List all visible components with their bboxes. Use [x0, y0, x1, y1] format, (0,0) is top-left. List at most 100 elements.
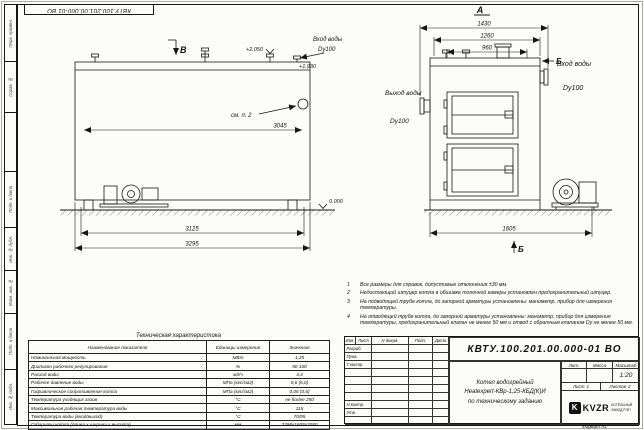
dim-3295-label: 3295 — [185, 242, 199, 248]
tb-role: Пров. — [345, 353, 372, 361]
spec-unit: МПа (кгс/см2) — [206, 386, 270, 396]
scale-value: 1:20 — [612, 368, 640, 383]
spec-header-row: Наименование показателя Единицы измерени… — [28, 340, 330, 354]
spec-value: 1,25 — [269, 352, 330, 363]
note-text: На подводящей трубе котла, до запорной а… — [360, 298, 613, 312]
dim-3125-label: 3125 — [185, 227, 199, 233]
top-nozzles — [91, 47, 301, 62]
note-number: 3 — [347, 298, 350, 305]
title-block: Изм. Лист N докум. Подп. Дата Разраб. Пр… — [344, 336, 640, 425]
tb-header-cell: Изм. — [345, 337, 356, 345]
company-cell: K KVZR КОТЕЛЬНЫЙ ЗАВОД РЭП — [561, 390, 640, 425]
product-name-line: Котел водогрейный — [476, 379, 534, 386]
dim-1605-label: 1605 — [502, 227, 516, 233]
tb-role: Т.контр. — [345, 361, 372, 369]
front-view — [419, 14, 612, 253]
note-text: Все размеры для справок, допустимые откл… — [360, 282, 508, 288]
company-logo-icon: K — [568, 401, 581, 414]
spec-name: Максимальная рабочая температура воды — [28, 403, 207, 413]
spec-unit: °С — [206, 411, 270, 422]
spec-unit: °С — [206, 403, 270, 413]
lit-value — [561, 368, 587, 383]
spec-value: 50-100 — [269, 361, 330, 371]
front-inlet-label: Вход воды — [557, 60, 592, 68]
spec-unit: МВт — [206, 352, 270, 363]
margin-section: Справ. № — [5, 62, 16, 113]
spec-value: 4,3 — [269, 369, 330, 380]
elevation-top: +2.050 — [246, 47, 264, 53]
zero-level-label: 0.000 — [329, 199, 344, 205]
top-rotated-stamp: КВТУ.100.201.00.000-01 ВО — [24, 4, 154, 15]
dim-1430-label: 1430 — [477, 22, 491, 28]
spec-name: Гидравлическое сопротивление котла — [28, 386, 207, 396]
spec-table-title: Техническая характеристика — [136, 333, 221, 339]
spec-value: 115 — [269, 403, 330, 413]
view-a-label: А — [476, 5, 484, 15]
margin-section: Инв. № дубл. — [5, 228, 16, 271]
spec-name: Номинальная мощность — [28, 352, 207, 363]
spec-header-name: Наименование показателя — [28, 340, 207, 354]
company-logo-text: KVZR — [582, 402, 610, 413]
spec-unit: МПа (кгс/см2) — [206, 378, 270, 388]
level-mark — [265, 48, 275, 55]
support-leg — [287, 199, 298, 211]
sheets-value: 2 — [627, 384, 631, 389]
margin-section: Перв. примен. — [5, 5, 16, 62]
support-leg — [83, 199, 94, 211]
sheet-value: 1 — [586, 384, 590, 389]
note-number: 1 — [347, 282, 350, 288]
note-leader — [258, 104, 297, 115]
dim-1260-label: 1260 — [480, 34, 494, 40]
tb-role — [345, 385, 372, 393]
tb-header-cell: N докум. — [372, 337, 409, 345]
note-text: На отводящей трубе котла, до запорной ар… — [360, 313, 634, 327]
spec-value: 3295х1605х2050 — [269, 420, 330, 430]
note-text: Недостающий штуцер котла в обшивке топоч… — [360, 290, 612, 297]
dim-3045-label: 3045 — [273, 124, 287, 130]
spec-value: 70/95 — [269, 411, 330, 422]
product-name-line: Heatexpert-КВр-1,25-КБД(К)И — [464, 389, 546, 396]
spec-unit: м3/ч — [206, 369, 270, 380]
tb-role: Н.контр. — [345, 401, 372, 409]
tb-header-cell: Лист — [356, 337, 372, 345]
note-item: 1 Все размеры для справок, допустимые отк… — [347, 282, 637, 289]
margin-section: Взам. инв. № — [5, 271, 16, 314]
dim-960-label: 960 — [482, 46, 493, 52]
margin-section: Подп. и дата — [5, 314, 16, 370]
tb-role: Разраб. — [345, 345, 372, 353]
spec-name: Расход воды — [28, 369, 207, 380]
spec-header-unit: Единицы измерения — [206, 340, 270, 354]
zero-level-mark — [318, 203, 328, 210]
see-note-label: см. п. 2 — [231, 113, 252, 119]
section-b-label-top: Б — [556, 57, 562, 66]
spec-value: 0,06 (0,6) — [269, 386, 330, 396]
boiler-doors — [443, 91, 519, 197]
outlet-pipe — [419, 97, 431, 115]
doc-number: КВТУ.100.201.00.000-01 ВО — [449, 337, 640, 361]
spec-table-block: Техническая характеристика Наименование … — [28, 333, 330, 430]
tb-header-cell: Дата — [433, 337, 449, 345]
product-name-line: по техническому заданию — [467, 398, 543, 405]
tb-header-cell: Подп. — [409, 337, 433, 345]
note-item: 3 На подводящей трубе котла, до запорной … — [347, 299, 637, 313]
sheets-label: Листов — [609, 384, 626, 389]
table-row: Диапазон рабочего регулирования%50-100 — [28, 361, 330, 371]
tb-role: Утв. — [345, 409, 372, 417]
side-dimensions — [74, 127, 311, 251]
burner-unit — [99, 184, 169, 208]
front-outlet-label: Выход воды — [385, 89, 422, 97]
table-row: Габариты котла (длина х ширина х высота)… — [28, 420, 330, 430]
tb-role — [345, 417, 372, 425]
side-inlet-dn: Dy100 — [318, 47, 336, 53]
inlet-pipe — [539, 68, 549, 86]
front-dimension-lines — [420, 25, 592, 236]
fan-unit — [551, 178, 599, 210]
spec-name: Температура воды (вход/выход) — [28, 411, 207, 422]
